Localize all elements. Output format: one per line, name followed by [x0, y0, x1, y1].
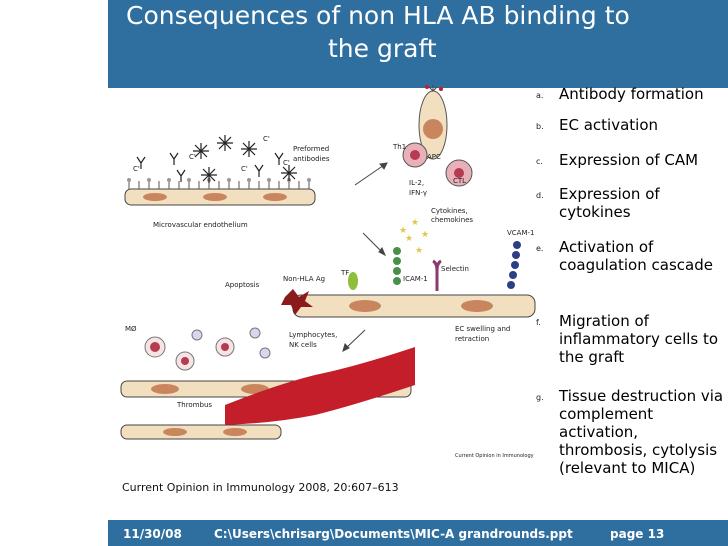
slide-title-line-2: the graft — [328, 34, 437, 63]
label-retraction: retraction — [455, 335, 489, 343]
list-item-text: Expression of CAM — [559, 151, 699, 169]
label-antibodies: antibodies — [293, 155, 330, 163]
list-marker: c. — [536, 157, 543, 166]
label-complement-5: C' — [283, 159, 290, 167]
label-complement-4: C' — [263, 135, 270, 143]
svg-text:★: ★ — [411, 218, 419, 228]
list-marker: f. — [536, 318, 541, 327]
label-preformed: Preformed — [293, 145, 329, 153]
immune-cells — [402, 85, 473, 187]
label-lymphocytes: Lymphocytes, — [289, 331, 337, 339]
list-marker: e. — [536, 244, 544, 253]
list-item-text: Antibody formation — [559, 85, 704, 103]
footer-bar: 11/30/08 C:\Users\chrisarg\Documents\MIC… — [108, 520, 728, 546]
label-il2: IL-2, — [409, 179, 424, 187]
activated-endothelium: ★★★ ★★ — [292, 218, 536, 318]
svg-text:★: ★ — [421, 230, 429, 240]
label-vcam: VCAM-1 — [507, 229, 534, 237]
label-th1: Th1 — [392, 143, 406, 151]
label-macrophage: MØ — [125, 325, 137, 333]
label-icam: ICAM-1 — [403, 275, 428, 283]
label-apc: APC — [427, 153, 441, 161]
label-ec-swelling: EC swelling and — [455, 325, 510, 333]
label-ifn: IFN-γ — [409, 189, 427, 197]
label-selectin: Selectin — [441, 265, 469, 273]
list-marker: d. — [536, 191, 544, 200]
immunology-figure: C' C' C' C' C' Preformed antibodies Micr… — [120, 85, 536, 459]
footer-file-path: C:\Users\chrisarg\Documents\MIC-A grandr… — [214, 527, 573, 541]
endothelium-row — [124, 178, 316, 206]
footer-date: 11/30/08 — [123, 527, 182, 541]
label-complement-3: C' — [241, 165, 248, 173]
antibody-glyphs — [136, 135, 297, 183]
list-marker: b. — [536, 122, 544, 131]
label-microvascular-endothelium: Microvascular endothelium — [153, 221, 248, 229]
label-complement-2: C' — [189, 153, 196, 161]
list-item-text: Expression of cytokines — [559, 185, 660, 221]
label-ctl: CTL — [453, 177, 466, 185]
flow-arrows — [342, 162, 388, 352]
thrombus-clot — [225, 347, 415, 425]
slide-title-line-1: Consequences of non HLA AB binding to — [126, 1, 630, 30]
footer-page-number: page 13 — [610, 527, 665, 541]
list-item-text: Tissue destruction via complement activa… — [559, 387, 724, 477]
list-marker: a. — [536, 91, 544, 100]
svg-text:★: ★ — [415, 246, 423, 256]
label-chemokines: chemokines — [431, 216, 473, 224]
figure-journal-credit: Current Opinion in Immunology — [455, 453, 534, 459]
svg-text:★: ★ — [399, 226, 407, 236]
label-cytokines: Cytokines, — [431, 207, 468, 215]
label-complement-1: C' — [133, 165, 140, 173]
title-bar — [108, 0, 728, 88]
svg-text:★: ★ — [405, 234, 413, 244]
list-marker: g. — [536, 393, 544, 402]
label-thrombus: Thrombus — [176, 401, 212, 409]
list-item-text: EC activation — [559, 116, 659, 134]
list-item-text: Migration of inflammatory cells to the g… — [559, 312, 719, 366]
label-non-hla-ag: Non-HLA Ag — [283, 275, 325, 283]
label-apoptosis: Apoptosis — [225, 281, 260, 289]
label-tf: TF — [340, 269, 349, 277]
apoptosis-burst — [281, 289, 313, 315]
label-nk-cells: NK cells — [289, 341, 317, 349]
figure-caption: Current Opinion in Immunology 2008, 20:6… — [122, 481, 399, 494]
left-margin — [0, 0, 108, 546]
list-item-text: Activation of coagulation cascade — [559, 238, 713, 274]
